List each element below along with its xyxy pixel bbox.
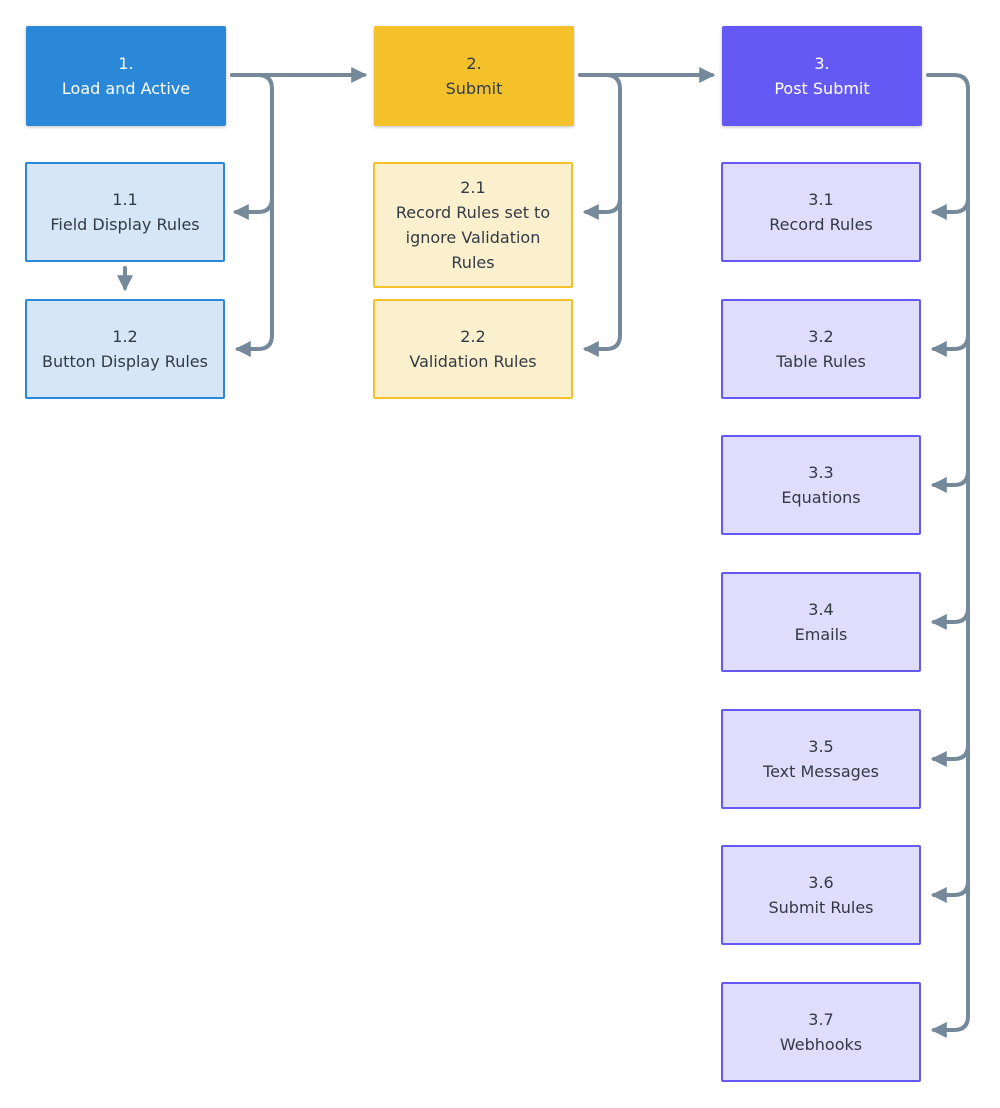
step-label: Load and Active: [61, 79, 191, 98]
rule-number: 1.1: [112, 190, 138, 209]
rule-label: Webhooks: [779, 1035, 863, 1054]
arrow-post-to-3-1: [930, 196, 970, 220]
rule-label: Field Display Rules: [50, 215, 200, 234]
rule-label-line-2: ignore Validation: [405, 228, 541, 247]
step-label: Submit: [445, 79, 503, 98]
rule-submit: 3.6 Submit Rules: [721, 845, 921, 945]
rule-label: Button Display Rules: [42, 352, 208, 371]
rule-label: Record Rules: [769, 215, 873, 234]
rule-record-ignore-validation: 2.1 Record Rules set to ignore Validatio…: [373, 162, 573, 288]
arrow-post-to-3-2: [930, 333, 970, 357]
rule-label: Submit Rules: [768, 898, 874, 917]
rule-label: Table Rules: [776, 352, 866, 371]
step-load-and-active: 1. Load and Active: [26, 26, 226, 126]
rule-label-line-3: Rules: [451, 253, 495, 272]
arrow-submit-to-validation: [582, 198, 622, 357]
rule-label: Equations: [781, 488, 861, 507]
rule-number: 3.3: [808, 463, 834, 482]
rule-number: 1.2: [112, 327, 138, 346]
rule-equations: 3.3 Equations: [721, 435, 921, 535]
rule-number: 3.2: [808, 327, 834, 346]
arrow-submit-to-record-rules: [578, 73, 622, 220]
rule-number: 3.7: [808, 1010, 834, 1029]
rule-label-line-1: Record Rules set to: [395, 203, 551, 222]
arrow-post-to-3-7: [930, 1014, 970, 1038]
rule-record: 3.1 Record Rules: [721, 162, 921, 262]
rule-webhooks: 3.7 Webhooks: [721, 982, 921, 1082]
arrow-post-to-3-5: [930, 743, 970, 767]
rule-number: 3.4: [808, 600, 834, 619]
rule-button-display: 1.2 Button Display Rules: [25, 299, 225, 399]
rule-emails: 3.4 Emails: [721, 572, 921, 672]
rule-label: Validation Rules: [409, 352, 537, 371]
rule-table: 3.2 Table Rules: [721, 299, 921, 399]
arrow-post-to-3-3: [930, 469, 970, 493]
arrow-post-to-3-4: [930, 606, 970, 630]
step-submit: 2. Submit: [374, 26, 574, 126]
rule-number: 3.6: [808, 873, 834, 892]
rule-field-display: 1.1 Field Display Rules: [25, 162, 225, 262]
rule-number: 3.1: [808, 190, 834, 209]
rule-text-messages: 3.5 Text Messages: [721, 709, 921, 809]
arrow-load-to-field-display: [230, 73, 274, 220]
step-label: Post Submit: [774, 79, 870, 98]
rule-number: 2.2: [460, 327, 486, 346]
step-number: 1.: [118, 54, 134, 73]
arrow-post-to-3-6: [930, 879, 970, 903]
rule-label: Text Messages: [763, 762, 879, 781]
step-post-submit: 3. Post Submit: [722, 26, 922, 126]
rule-validation: 2.2 Validation Rules: [373, 299, 573, 399]
arrow-load-to-button-display: [234, 198, 274, 357]
rule-number: 3.5: [808, 737, 834, 756]
step-number: 2.: [466, 54, 482, 73]
rule-label: Emails: [794, 625, 848, 644]
rule-number: 2.1: [460, 178, 486, 197]
post-submit-trunk: [926, 73, 970, 1018]
step-number: 3.: [814, 54, 830, 73]
